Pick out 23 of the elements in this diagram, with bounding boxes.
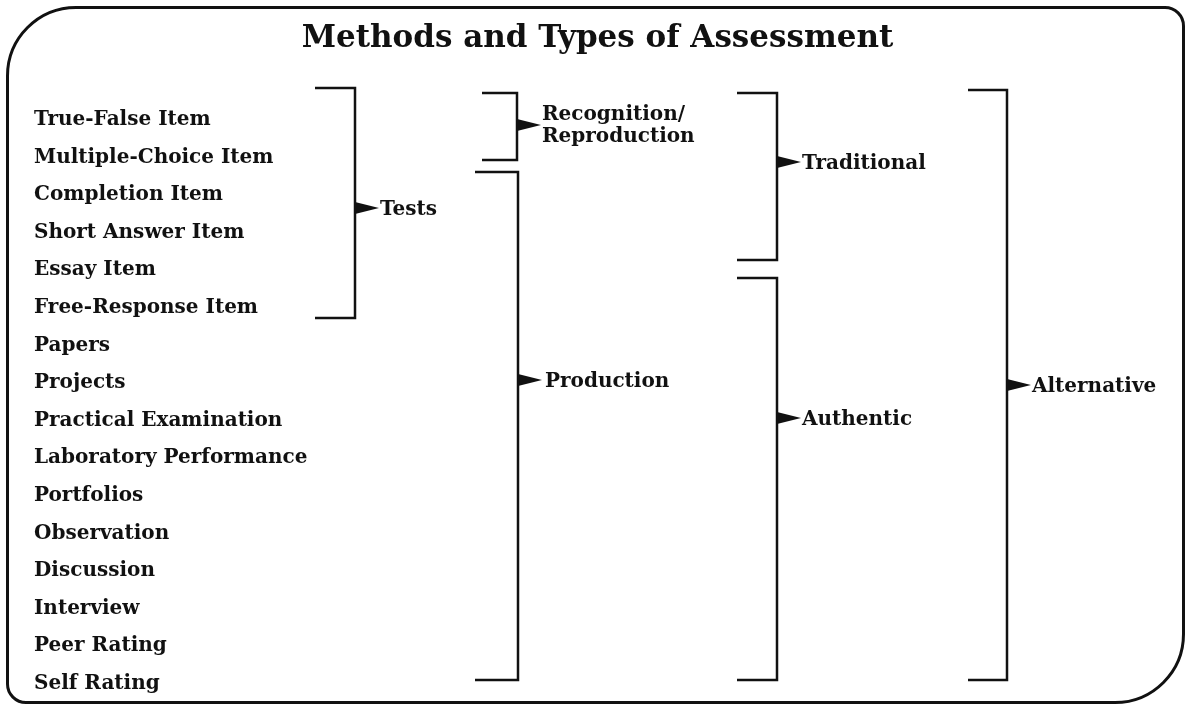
item-label: True-False Item xyxy=(34,106,211,130)
item-label: Practical Examination xyxy=(34,406,283,431)
item-label: Portfolios xyxy=(34,482,144,506)
category-label: Alternative xyxy=(1032,373,1157,397)
item-label: Peer Rating xyxy=(34,632,167,657)
item-label: Discussion xyxy=(34,557,155,582)
item-label: Short Answer Item xyxy=(34,218,245,243)
item-label: Papers xyxy=(34,331,110,356)
item-label: Free-Response Item xyxy=(34,294,259,318)
category-label: Recognition/ Reproduction xyxy=(542,102,692,146)
item-label: Multiple-Choice Item xyxy=(34,143,274,168)
category-label: Production xyxy=(545,368,670,392)
category-label: Traditional xyxy=(802,150,926,174)
category-label: Authentic xyxy=(802,406,913,430)
category-label: Tests xyxy=(380,196,438,220)
item-label: Laboratory Performance xyxy=(34,444,308,469)
item-label: Interview xyxy=(34,594,140,619)
item-label: Projects xyxy=(34,369,126,394)
item-label: Essay Item xyxy=(34,256,156,281)
item-label: Completion Item xyxy=(34,181,223,206)
item-label: Observation xyxy=(34,519,170,544)
item-label: Self Rating xyxy=(34,670,160,694)
diagram-title: Methods and Types of Assessment xyxy=(300,18,895,54)
